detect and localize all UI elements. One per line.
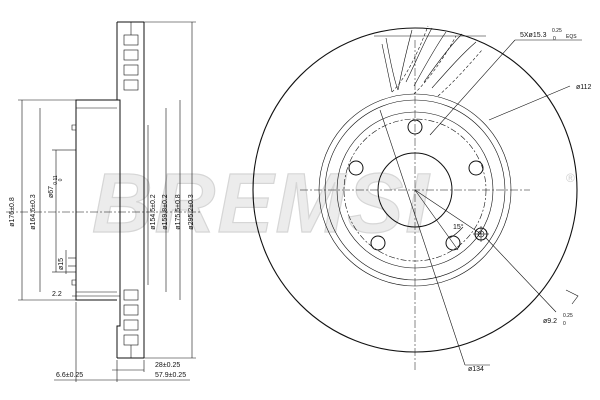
dim-label-d159: ø159.8±0.2 — [162, 194, 169, 229]
bolt-hole — [348, 160, 364, 176]
vent-slot-hidden — [413, 35, 457, 95]
vent-slot — [405, 27, 447, 87]
hub-outer-circle — [336, 111, 494, 269]
dim-label-d67-tol-bot: 0 — [58, 178, 64, 181]
dim-label-bolt-holes: 5Xø15.3 — [520, 32, 547, 39]
disc-section — [116, 21, 145, 359]
disc-outer-face-left — [116, 22, 121, 358]
leader-d134 — [379, 109, 466, 366]
leader-bolt-holes — [429, 39, 516, 136]
dim-label-angle: 15° — [453, 223, 464, 231]
center-bore-circle — [377, 152, 453, 228]
vent-channel — [123, 79, 139, 91]
dim-label-57-9: 57.9±0.25 — [155, 372, 186, 379]
vent-channel — [123, 304, 139, 316]
side-dimension-lines — [18, 21, 196, 359]
vent-channel — [123, 64, 139, 76]
vent-slot — [385, 29, 413, 91]
dim-label-bolt-tol-top: 0.25 — [552, 28, 562, 34]
dim-label-6-6: 6.6±0.25 — [56, 372, 83, 379]
bolt-hole — [407, 119, 423, 135]
dim-label-2-2: 2.2 — [52, 291, 62, 298]
vent-slot — [423, 33, 477, 89]
dim-label-d295: ø295.2±0.3 — [188, 194, 195, 229]
vent-slot-detail — [374, 25, 486, 97]
dim-label-d164: ø164.6±0.3 — [30, 194, 37, 229]
hub-outline — [75, 99, 117, 301]
vent-channel — [123, 34, 139, 46]
dim-label-28: 28±0.25 — [155, 362, 180, 369]
vent-channel — [123, 334, 139, 346]
dim-label-d134: ø134 — [468, 366, 484, 373]
side-view: ø176±0.8 ø164.6±0.3 ø67 0.11 0 ø15 ø154.… — [6, 21, 200, 382]
hub-section — [68, 99, 117, 301]
dim-label-d9-2-tol-bot: 0 — [563, 321, 566, 327]
hub-step — [71, 279, 76, 286]
registered-mark: ® — [566, 171, 575, 185]
side-horizontal-dims — [54, 295, 190, 382]
dim-label-d176: ø176±0.8 — [9, 197, 16, 227]
hub-step — [71, 124, 76, 131]
dim-label-d112: ø112 — [576, 84, 592, 91]
bolt-pcd-circle — [343, 118, 487, 262]
bolt-hole — [468, 160, 484, 176]
dim-label-d9-2-tol-top: 0.25 — [563, 313, 573, 319]
disc-inner-circle — [318, 93, 512, 287]
front-view: 5Xø15.3 0.25 0 EQS ø112 15° ø9.2 0.25 0 … — [252, 25, 592, 373]
dim-label-d67-tol-top: 0.11 — [53, 175, 59, 185]
leader-d112 — [488, 85, 571, 121]
dim-label-d9-2: ø9.2 — [543, 318, 557, 325]
section-arrow — [565, 289, 579, 305]
leader-d9-2 — [485, 237, 557, 313]
dim-label-d154: ø154.5±0.2 — [150, 194, 157, 229]
vent-slot-hidden — [437, 49, 483, 97]
angle-line — [414, 189, 459, 251]
dim-label-d67: ø67 — [48, 186, 55, 198]
dim-label-bolt-eqs: EQS — [566, 34, 577, 40]
angle-arc — [449, 226, 464, 239]
vent-channel — [123, 49, 139, 61]
vent-slot — [381, 43, 393, 93]
disc-outer-circle — [252, 27, 578, 353]
vent-channel — [123, 319, 139, 331]
vent-slot-hidden — [391, 25, 429, 93]
dim-label-d15: ø15 — [58, 258, 65, 270]
vent-channel — [123, 289, 139, 301]
dim-label-bolt-tol-bot: 0 — [553, 36, 556, 42]
hat-circle — [324, 99, 506, 281]
angle-line — [414, 189, 482, 235]
bolt-hole — [370, 235, 386, 251]
dim-label-d175: ø175.5±0.8 — [175, 194, 182, 229]
